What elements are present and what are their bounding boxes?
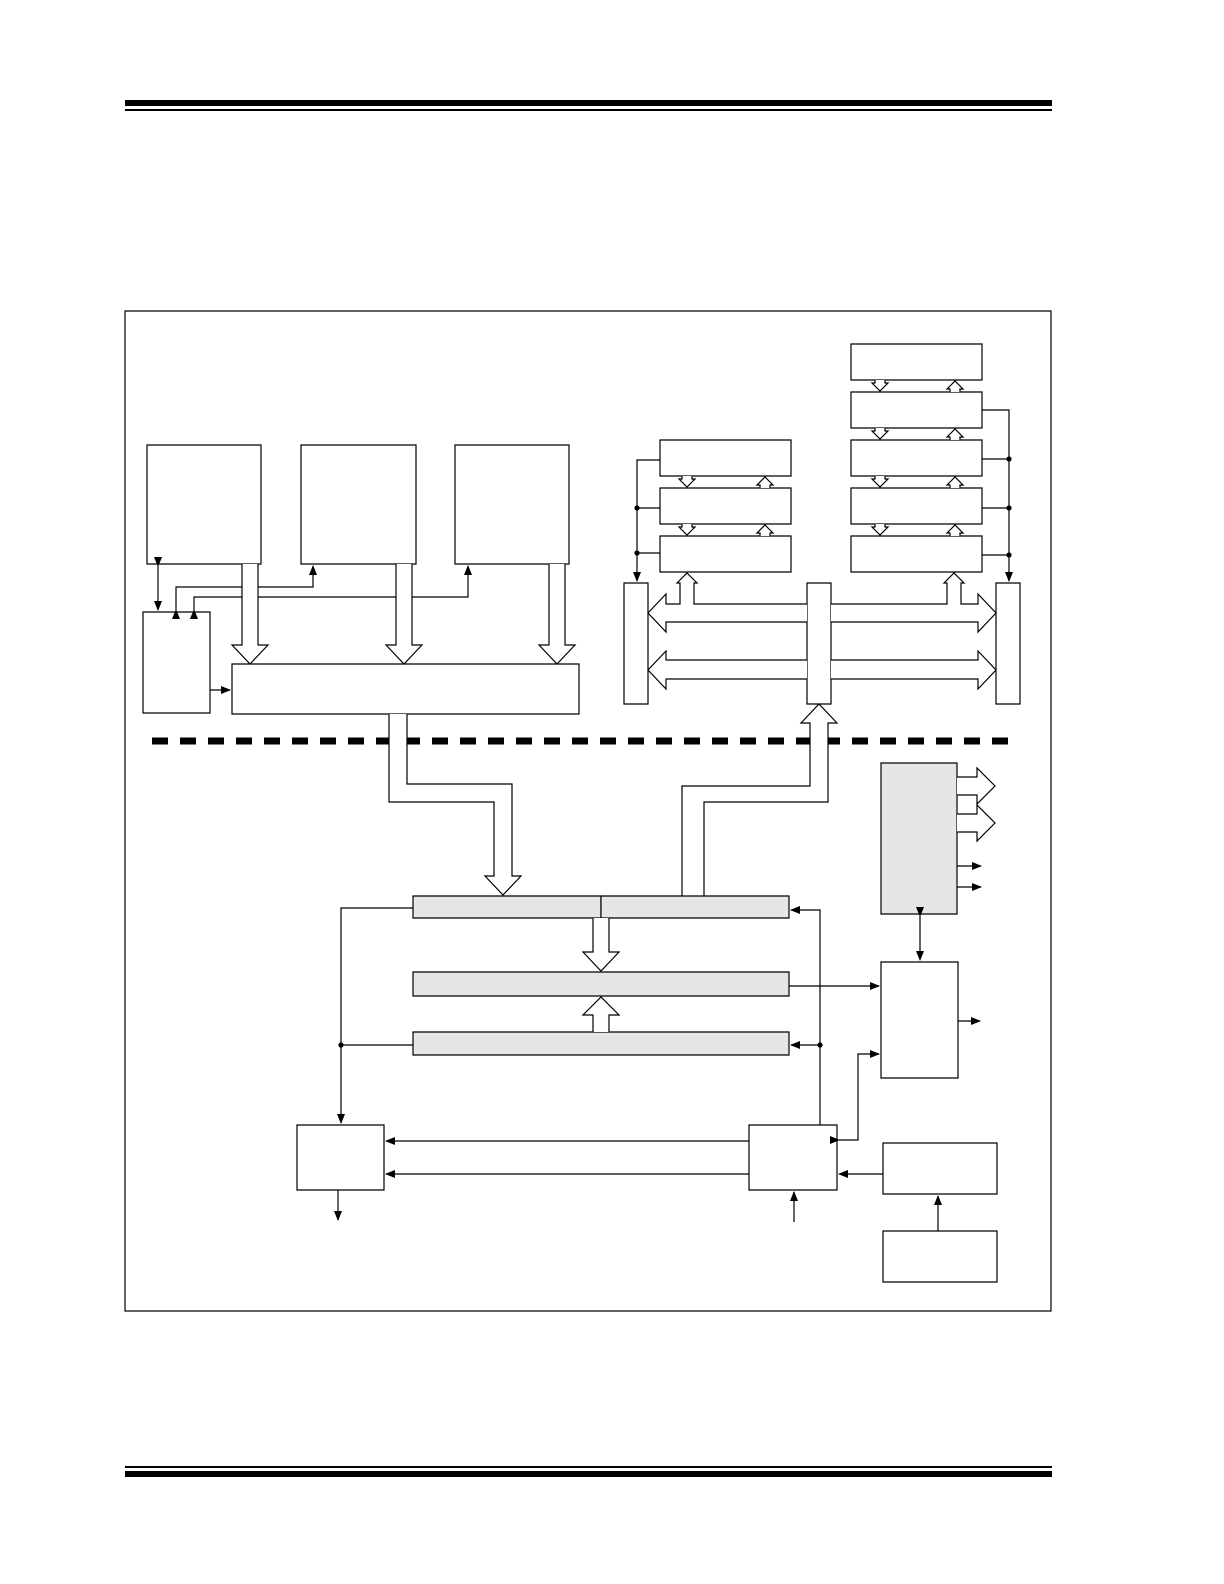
register-row-1-right [601,896,789,918]
header-rule-thick [125,100,1052,106]
right-stack-reg-4 [851,488,982,524]
io-port-bus-2 [957,805,995,841]
bus-upper-left [648,573,807,632]
memory-block-2 [301,445,416,564]
link-control-to-row1 [790,906,820,1125]
io-port-block [881,763,957,914]
register-row-2 [413,972,789,996]
right-vertical-bus [996,583,1020,704]
bus-up-to-center [682,704,837,896]
bus-row3-to-row2 [583,997,619,1032]
bus-row1-to-row2 [583,918,619,971]
bus-main-down [389,714,521,895]
left-stack-small-arrows [679,476,773,536]
left-stack-reg-2 [660,488,791,524]
footer-rule-thick [125,1471,1052,1477]
left-stack-taps [633,460,660,582]
header-rule-thin [125,109,1052,111]
right-stack-small-arrows [872,380,963,536]
right-stack-reg-5 [851,536,982,572]
diagram-frame [125,311,1051,1311]
left-stack-reg-1 [660,440,791,476]
memory-block-1 [147,445,261,564]
input-block [883,1231,997,1282]
link-row1-to-output [337,908,413,1124]
bus-mem3-down [539,564,575,664]
output-block [297,1125,384,1190]
io-port-bus-1 [957,768,995,804]
bus-mem1-down [232,564,268,664]
right-stack-reg-1 [851,344,982,380]
junction-right [817,1042,823,1048]
controller-block [143,612,210,713]
footer-rule-thin [125,1466,1052,1468]
link-mem3-ctrl [190,565,472,619]
bus-lower-left [648,651,807,689]
junction-left [338,1042,344,1048]
peripheral-block [881,962,958,1078]
main-bus-block [232,664,579,714]
right-stack-reg-3 [851,440,982,476]
right-stack-taps [982,410,1013,582]
center-vertical-bus [807,583,831,704]
bus-mem2-down [386,564,422,664]
bus-lower-right [831,651,996,689]
right-stack-reg-2 [851,392,982,428]
bus-upper-right [831,573,996,632]
register-row-3 [413,1032,789,1055]
register-row-1-left [413,896,601,918]
source-block [883,1143,997,1194]
left-stack-reg-3 [660,536,791,572]
left-vertical-bus [624,583,648,704]
control-logic-block [749,1125,837,1190]
link-peripheral-control [830,1050,880,1144]
memory-block-3 [455,445,569,564]
